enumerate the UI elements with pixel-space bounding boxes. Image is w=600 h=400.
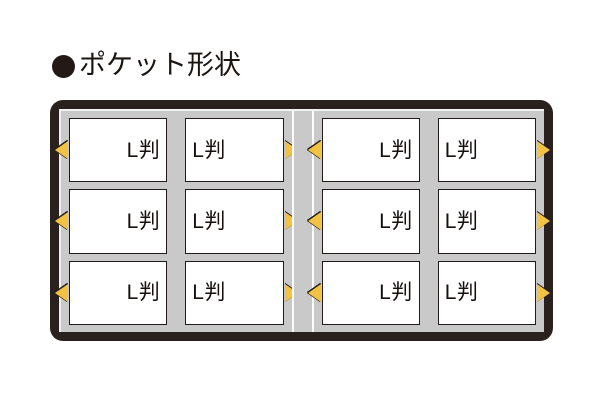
pocket-label: L判 (192, 138, 226, 162)
album-half-left: L判 L判 L判 L判 (55, 111, 298, 332)
triangle-right-icon (537, 212, 550, 231)
pocket-label: L判 (126, 281, 161, 305)
pocket-label: L判 (444, 138, 479, 162)
triangle-left-icon (55, 283, 68, 302)
pocket-cell[interactable]: L判 (307, 118, 420, 183)
pocket-label: L判 (192, 281, 226, 305)
triangle-left-icon (307, 212, 321, 231)
triangle-right-icon (537, 283, 550, 302)
triangle-left-icon (307, 283, 321, 302)
album-half-right: L判 L判 L判 L判 (307, 111, 550, 332)
pocket-cell[interactable]: L判 (55, 189, 168, 254)
pocket-row: L判 L判 (307, 118, 550, 183)
page-title: ポケット形状 (79, 50, 241, 80)
photo-album-diagram: L判 L判 L判 L判 (50, 100, 553, 341)
pocket-row: L判 L判 (307, 260, 550, 325)
section-heading: ポケット形状 (52, 52, 241, 79)
triangle-left-icon (55, 141, 68, 160)
pocket-cell[interactable]: L判 (185, 260, 298, 325)
album-inner-page: L判 L判 L判 L判 (55, 109, 550, 332)
pocket-label: L判 (379, 138, 413, 162)
triangle-left-icon (307, 141, 321, 160)
pocket-cell[interactable]: L判 (307, 260, 420, 325)
pocket-gutter (419, 118, 438, 183)
pocket-label: L判 (444, 281, 479, 305)
pocket-cell[interactable]: L判 (307, 189, 420, 254)
pocket-gutter (419, 260, 438, 325)
pocket-gutter (167, 260, 186, 325)
pocket-cell[interactable]: L判 (437, 189, 550, 254)
pocket-label: L判 (192, 209, 226, 233)
pocket-gutter (167, 118, 186, 183)
pocket-row: L判 L判 (55, 189, 298, 254)
pocket-gutter (419, 189, 438, 254)
pocket-label: L判 (379, 281, 413, 305)
pocket-cell[interactable]: L判 (55, 260, 168, 325)
pocket-cell[interactable]: L判 (185, 118, 298, 183)
pocket-label: L判 (444, 209, 479, 233)
pocket-label: L判 (126, 138, 161, 162)
pocket-cell[interactable]: L判 (55, 118, 168, 183)
pocket-cell[interactable]: L判 (437, 118, 550, 183)
pocket-row: L判 L判 (55, 118, 298, 183)
pocket-cell[interactable]: L判 (185, 189, 298, 254)
pocket-row: L判 L判 (55, 260, 298, 325)
triangle-left-icon (55, 212, 68, 231)
pocket-label: L判 (379, 209, 413, 233)
filled-circle-bullet-icon (52, 55, 75, 78)
pocket-gutter (167, 189, 186, 254)
pocket-label: L判 (126, 209, 161, 233)
pocket-cell[interactable]: L判 (437, 260, 550, 325)
triangle-right-icon (537, 141, 550, 160)
pocket-row: L判 L判 (307, 189, 550, 254)
